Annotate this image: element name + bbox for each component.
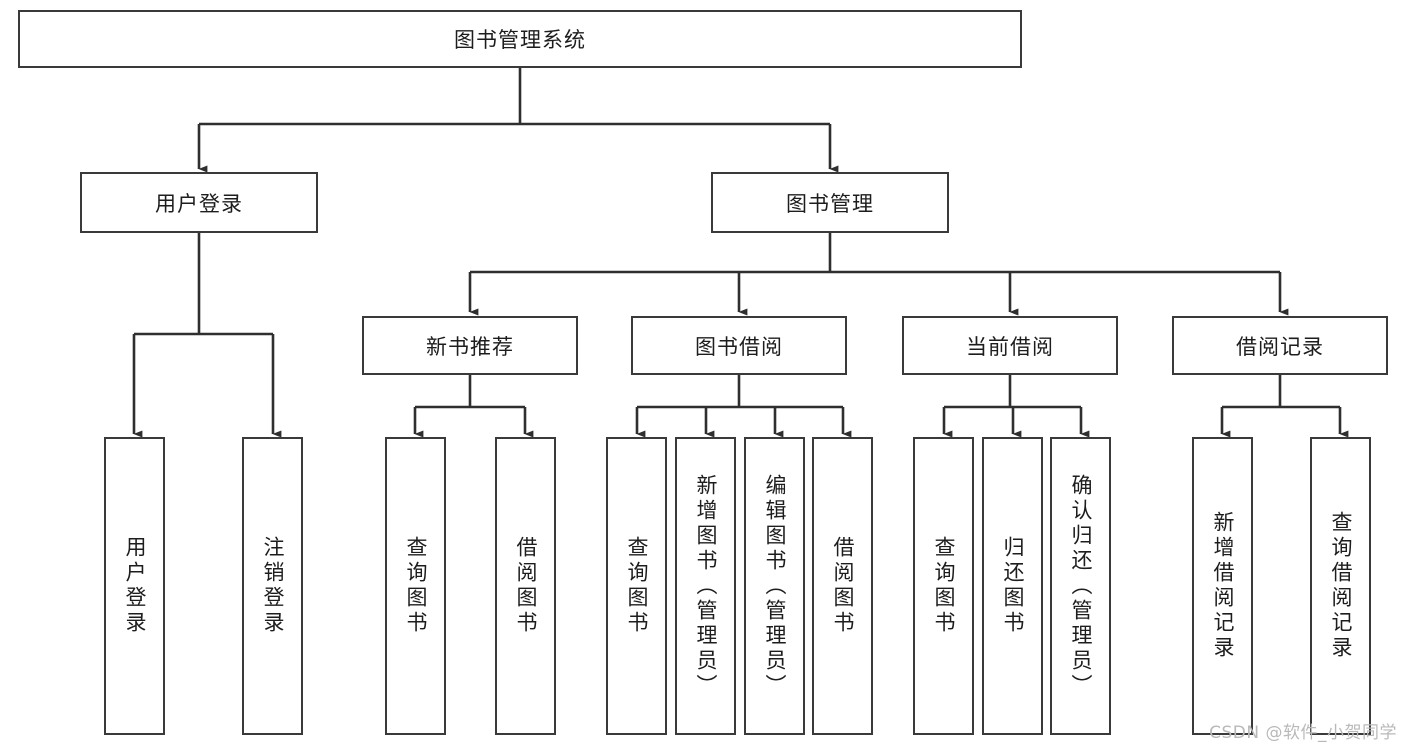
node-label: 查询图书: [625, 536, 649, 636]
node-book-management[interactable]: 图书管理: [711, 172, 949, 233]
node-leaf-query-book-2[interactable]: 查询图书: [606, 437, 667, 735]
node-label: 查询借阅记录: [1329, 511, 1353, 661]
node-label: 图书管理: [786, 191, 874, 216]
node-label: 新书推荐: [426, 334, 514, 359]
node-borrow-record[interactable]: 借阅记录: [1172, 316, 1388, 375]
node-leaf-query-book-1[interactable]: 查询图书: [385, 437, 446, 735]
node-label: 归还图书: [1001, 536, 1025, 636]
node-current-borrow[interactable]: 当前借阅: [902, 316, 1118, 375]
node-label: 当前借阅: [966, 334, 1054, 359]
node-label: 图书借阅: [695, 334, 783, 359]
node-label: 查询图书: [932, 536, 956, 636]
node-label: 注销登录: [261, 536, 285, 636]
node-leaf-borrow-book-1[interactable]: 借阅图书: [495, 437, 556, 735]
node-user-login[interactable]: 用户登录: [80, 172, 318, 233]
node-label: 确认归还（管理员）: [1069, 473, 1093, 699]
node-leaf-borrow-book-2[interactable]: 借阅图书: [812, 437, 873, 735]
node-root-system[interactable]: 图书管理系统: [18, 10, 1022, 68]
node-leaf-query-record[interactable]: 查询借阅记录: [1310, 437, 1371, 735]
node-label: 新增图书（管理员）: [694, 473, 718, 699]
node-leaf-confirm-return[interactable]: 确认归还（管理员）: [1050, 437, 1111, 735]
node-label: 借阅图书: [831, 536, 855, 636]
node-label: 查询图书: [404, 536, 428, 636]
node-label: 用户登录: [123, 536, 147, 636]
node-leaf-add-record[interactable]: 新增借阅记录: [1192, 437, 1253, 735]
node-label: 借阅图书: [514, 536, 538, 636]
node-new-book-recommend[interactable]: 新书推荐: [362, 316, 578, 375]
node-label: 新增借阅记录: [1211, 511, 1235, 661]
node-leaf-return-book[interactable]: 归还图书: [982, 437, 1043, 735]
node-leaf-add-book[interactable]: 新增图书（管理员）: [675, 437, 736, 735]
node-label: 编辑图书（管理员）: [763, 473, 787, 699]
node-leaf-user-logout[interactable]: 注销登录: [242, 437, 303, 735]
node-leaf-query-book-3[interactable]: 查询图书: [913, 437, 974, 735]
csdn-watermark: CSDN @软件_小贺同学: [1209, 723, 1397, 743]
node-leaf-user-login[interactable]: 用户登录: [104, 437, 165, 735]
node-label: 图书管理系统: [454, 28, 586, 52]
node-leaf-edit-book[interactable]: 编辑图书（管理员）: [744, 437, 805, 735]
node-label: 用户登录: [155, 191, 243, 216]
node-book-borrow[interactable]: 图书借阅: [631, 316, 847, 375]
node-label: 借阅记录: [1236, 334, 1324, 359]
